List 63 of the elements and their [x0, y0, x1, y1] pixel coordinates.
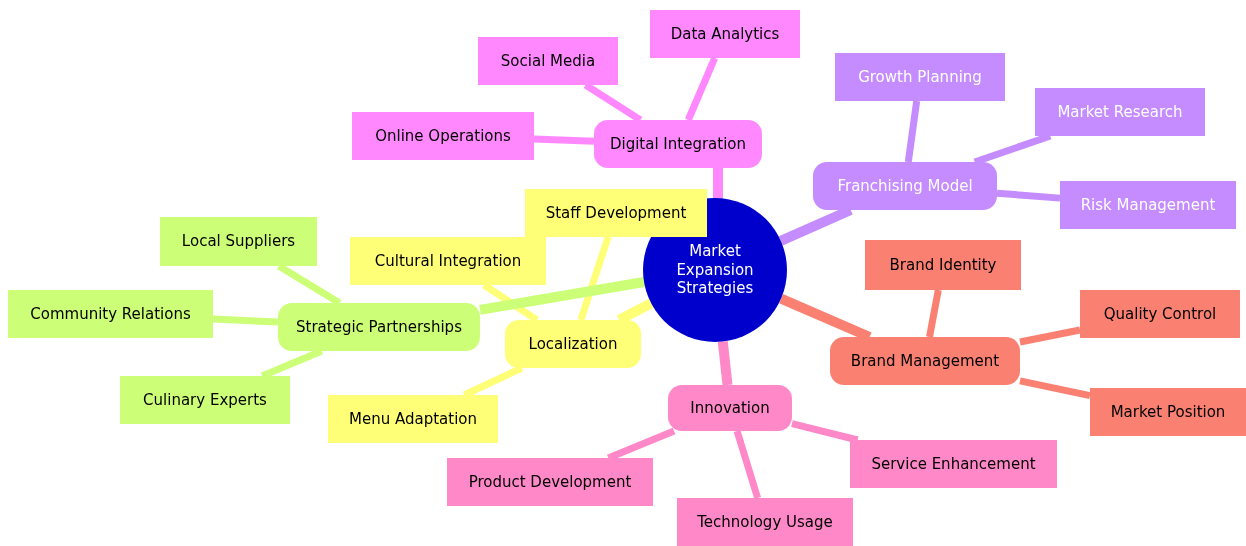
node-label: Social Media [500, 51, 596, 71]
connector-line [533, 135, 595, 145]
topic-box [865, 240, 1021, 290]
node-label: Product Development [468, 472, 632, 492]
node-label: Community Relations [30, 304, 191, 324]
connector-line [996, 189, 1061, 202]
node-label: Risk Management [1080, 195, 1216, 215]
topic-box [525, 189, 707, 237]
connector-line [1019, 377, 1091, 400]
connector-line [733, 429, 761, 500]
node-label: Staff Development [545, 203, 687, 223]
topic-box [1080, 290, 1240, 338]
branch-box [505, 320, 641, 368]
topic-box [1035, 88, 1205, 136]
node-label: Franchising Model [837, 176, 973, 196]
branch-box [830, 337, 1020, 385]
topic-box [650, 10, 800, 58]
topic-box [328, 395, 498, 443]
topic-box [120, 376, 290, 424]
connector-line [904, 100, 921, 163]
node-label: Market Expansion Strategies [675, 241, 755, 299]
branch-box [594, 120, 762, 168]
topic-box [160, 217, 317, 266]
branch-box [668, 385, 792, 431]
topic-box [8, 290, 213, 338]
connector-line [717, 341, 733, 386]
node-label: Localization [528, 334, 618, 354]
node-label: Market Position [1110, 402, 1226, 422]
connector-line [212, 315, 279, 326]
node-label: Menu Adaptation [349, 409, 477, 429]
node-label: Service Enhancement [871, 454, 1036, 474]
topic-box [1090, 388, 1246, 436]
connector-line [1019, 326, 1081, 346]
node-label: Innovation [690, 398, 770, 418]
node-label: Brand Identity [889, 255, 997, 275]
node-label: Strategic Partnerships [296, 317, 462, 337]
node-label: Growth Planning [858, 67, 982, 87]
connector-line [479, 277, 645, 315]
connector-line [713, 168, 723, 199]
topic-box [835, 53, 1005, 101]
connector-line [685, 56, 718, 122]
topic-box [478, 37, 618, 85]
node-label: Digital Integration [609, 134, 747, 154]
node-label: Cultural Integration [374, 251, 522, 271]
branch-box [813, 162, 997, 210]
node-label: Quality Control [1103, 304, 1217, 324]
node-label: Market Research [1057, 102, 1183, 122]
connector-line [577, 235, 612, 322]
branch-box [278, 303, 480, 351]
topic-box [350, 237, 546, 285]
topic-box [677, 498, 853, 546]
node-label: Technology Usage [697, 512, 833, 532]
topic-box [352, 112, 534, 160]
node-label: Data Analytics [670, 24, 780, 44]
node-label: Online Operations [375, 126, 511, 146]
connector-line [926, 289, 942, 338]
topic-box [1060, 181, 1236, 229]
topic-box [850, 440, 1057, 488]
node-label: Local Suppliers [181, 232, 296, 251]
node-label: Culinary Experts [143, 390, 267, 410]
connector-line [791, 420, 859, 444]
node-label: Brand Management [850, 351, 1000, 371]
topic-box [447, 458, 653, 506]
